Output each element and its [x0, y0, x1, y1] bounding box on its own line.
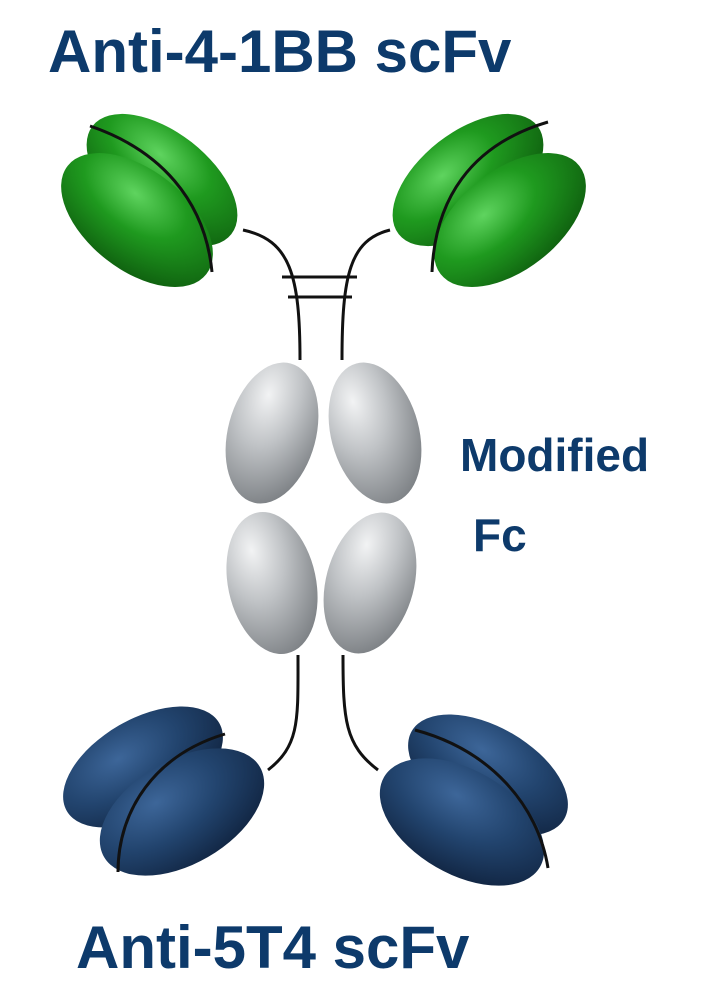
- modified-fc-label-line1: Modified: [460, 432, 649, 478]
- lower-right-linker: [343, 655, 378, 770]
- modified-fc: [211, 352, 436, 664]
- lower-left-linker: [268, 655, 298, 770]
- scfv-4-1bb-left: [37, 88, 261, 314]
- scfv-5t4-left: [43, 681, 286, 902]
- scfv-4-1bb-right: [369, 88, 610, 314]
- ch2-right: [314, 352, 436, 514]
- modified-fc-label-line2: Fc: [473, 512, 527, 558]
- ch3-left: [214, 503, 330, 662]
- scfv-5t4-right: [358, 689, 588, 912]
- upper-left-linker: [243, 230, 300, 360]
- upper-right-linker: [342, 230, 390, 360]
- anti-4-1bb-label: Anti-4-1BB scFv: [48, 22, 511, 82]
- ch3-right: [309, 502, 431, 664]
- ch2-left: [211, 352, 333, 514]
- anti-5t4-label: Anti-5T4 scFv: [76, 918, 469, 978]
